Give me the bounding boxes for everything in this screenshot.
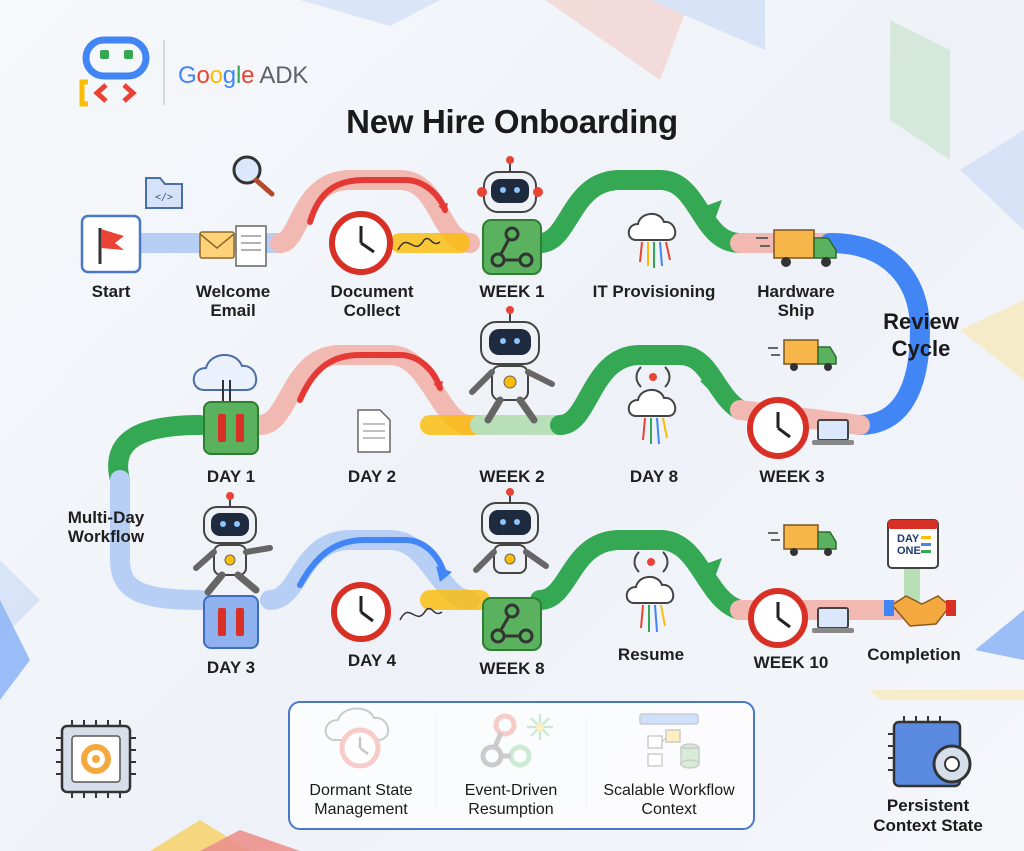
clock-icon bbox=[329, 211, 441, 275]
code-folder-icon: </> bbox=[145, 177, 183, 209]
persistent-context-state-label: Persistent Context State bbox=[873, 796, 983, 836]
svg-text:</>: </> bbox=[155, 192, 173, 203]
handshake-icon bbox=[884, 595, 956, 627]
label-line: Resumption bbox=[468, 801, 554, 818]
delivery-truck-icon bbox=[756, 229, 837, 267]
step-label-day4: DAY 4 bbox=[347, 651, 397, 670]
label-line: Scalable Workflow bbox=[603, 782, 735, 799]
adk-logo-icon bbox=[79, 36, 150, 107]
step-label-day1: DAY 1 bbox=[206, 467, 256, 486]
legend-event-driven: Event-Driven Resumption bbox=[465, 781, 557, 819]
label-line: Persistent bbox=[886, 796, 970, 815]
clock-icon bbox=[747, 397, 809, 459]
cloud-sync-icon bbox=[192, 354, 257, 406]
brand-letter: g bbox=[222, 62, 236, 89]
label-line: Context bbox=[641, 801, 697, 818]
legend-panel bbox=[288, 701, 755, 830]
step-label-week2: WEEK 2 bbox=[479, 467, 545, 486]
robot-icon bbox=[477, 156, 543, 213]
step-label-resume: Resume bbox=[617, 645, 685, 664]
calendar-line1: DAY bbox=[897, 533, 920, 545]
arrow-head bbox=[700, 200, 722, 222]
step-label-week10: WEEK 10 bbox=[753, 653, 829, 672]
step-label-hardware-ship: Hardware Ship bbox=[757, 282, 834, 320]
laptop-icon bbox=[812, 607, 854, 633]
step-label-start: Start bbox=[91, 282, 131, 301]
robot-running-icon bbox=[193, 492, 273, 596]
robot-icon bbox=[473, 488, 549, 574]
label-line: Workflow bbox=[67, 527, 145, 546]
step-label-day2: DAY 2 bbox=[347, 467, 397, 486]
label-line: Cycle bbox=[891, 336, 951, 361]
delivery-truck-icon bbox=[768, 524, 837, 556]
pause-icon bbox=[203, 401, 259, 455]
clock-icon bbox=[331, 582, 443, 642]
envelope-icon bbox=[199, 225, 267, 267]
step-label-completion: Completion bbox=[867, 645, 961, 664]
step-label-document-collect: Document Collect bbox=[330, 282, 413, 320]
brand-letter: o bbox=[196, 62, 210, 89]
multi-day-workflow-label: Multi-Day Workflow bbox=[68, 508, 145, 546]
chip-gear-icon bbox=[56, 720, 136, 798]
arrow-head bbox=[700, 558, 722, 580]
brand-letter: o bbox=[209, 62, 223, 89]
start-flag-icon bbox=[80, 214, 142, 274]
laptop-icon bbox=[812, 419, 854, 445]
label-line: Dormant State bbox=[309, 782, 413, 799]
cloud-network-icon bbox=[627, 213, 677, 268]
review-cycle-label: Review Cycle bbox=[883, 308, 959, 362]
legend-scalable-workflow: Scalable Workflow Context bbox=[603, 781, 734, 819]
brand-product: ADK bbox=[259, 62, 309, 89]
signal-cloud-icon bbox=[625, 551, 675, 633]
signal-cloud-icon bbox=[627, 366, 677, 445]
brand-letter: G bbox=[178, 62, 197, 89]
label-line: Document bbox=[330, 282, 414, 301]
brand-wordmark: Google ADK bbox=[178, 62, 308, 90]
label-line: Event-Driven bbox=[464, 782, 558, 799]
step-label-day3: DAY 3 bbox=[206, 658, 256, 677]
delivery-truck-icon bbox=[768, 339, 837, 371]
brand-letter: e bbox=[241, 62, 255, 89]
label-line: Ship bbox=[777, 301, 815, 320]
label-line: Multi-Day bbox=[67, 508, 145, 527]
brand-letter: l bbox=[235, 62, 242, 89]
chip-gear-icon bbox=[888, 716, 972, 788]
step-label-week1: WEEK 1 bbox=[479, 282, 545, 301]
label-line: Context State bbox=[873, 816, 983, 835]
calendar-icon: DAY ONE bbox=[887, 519, 939, 569]
event-hub-icon bbox=[482, 219, 542, 275]
event-hub-icon bbox=[482, 597, 542, 651]
step-label-welcome-email: Welcome Email bbox=[196, 282, 270, 320]
arrow-head bbox=[700, 373, 722, 395]
step-label-it-provisioning: IT Provisioning bbox=[592, 282, 716, 301]
calendar-line2: ONE bbox=[897, 545, 921, 557]
step-label-week8: WEEK 8 bbox=[479, 659, 545, 678]
label-line: Review bbox=[883, 309, 959, 334]
clock-icon bbox=[748, 588, 808, 648]
robot-walking-icon bbox=[469, 306, 555, 424]
step-label-week3: WEEK 3 bbox=[759, 467, 825, 486]
step-label-day8: DAY 8 bbox=[629, 467, 679, 486]
label-line: Email bbox=[210, 301, 256, 320]
label-line: Welcome bbox=[195, 282, 271, 301]
label-line: Management bbox=[314, 801, 408, 818]
label-line: Collect bbox=[343, 301, 401, 320]
label-line: Hardware bbox=[757, 282, 835, 301]
page-title: New Hire Onboarding bbox=[346, 103, 678, 140]
row2-path bbox=[108, 345, 870, 490]
legend-dormant-state: Dormant State Management bbox=[309, 781, 412, 819]
pause-icon bbox=[203, 595, 259, 649]
document-icon bbox=[357, 409, 391, 453]
magnifier-icon bbox=[232, 155, 275, 197]
